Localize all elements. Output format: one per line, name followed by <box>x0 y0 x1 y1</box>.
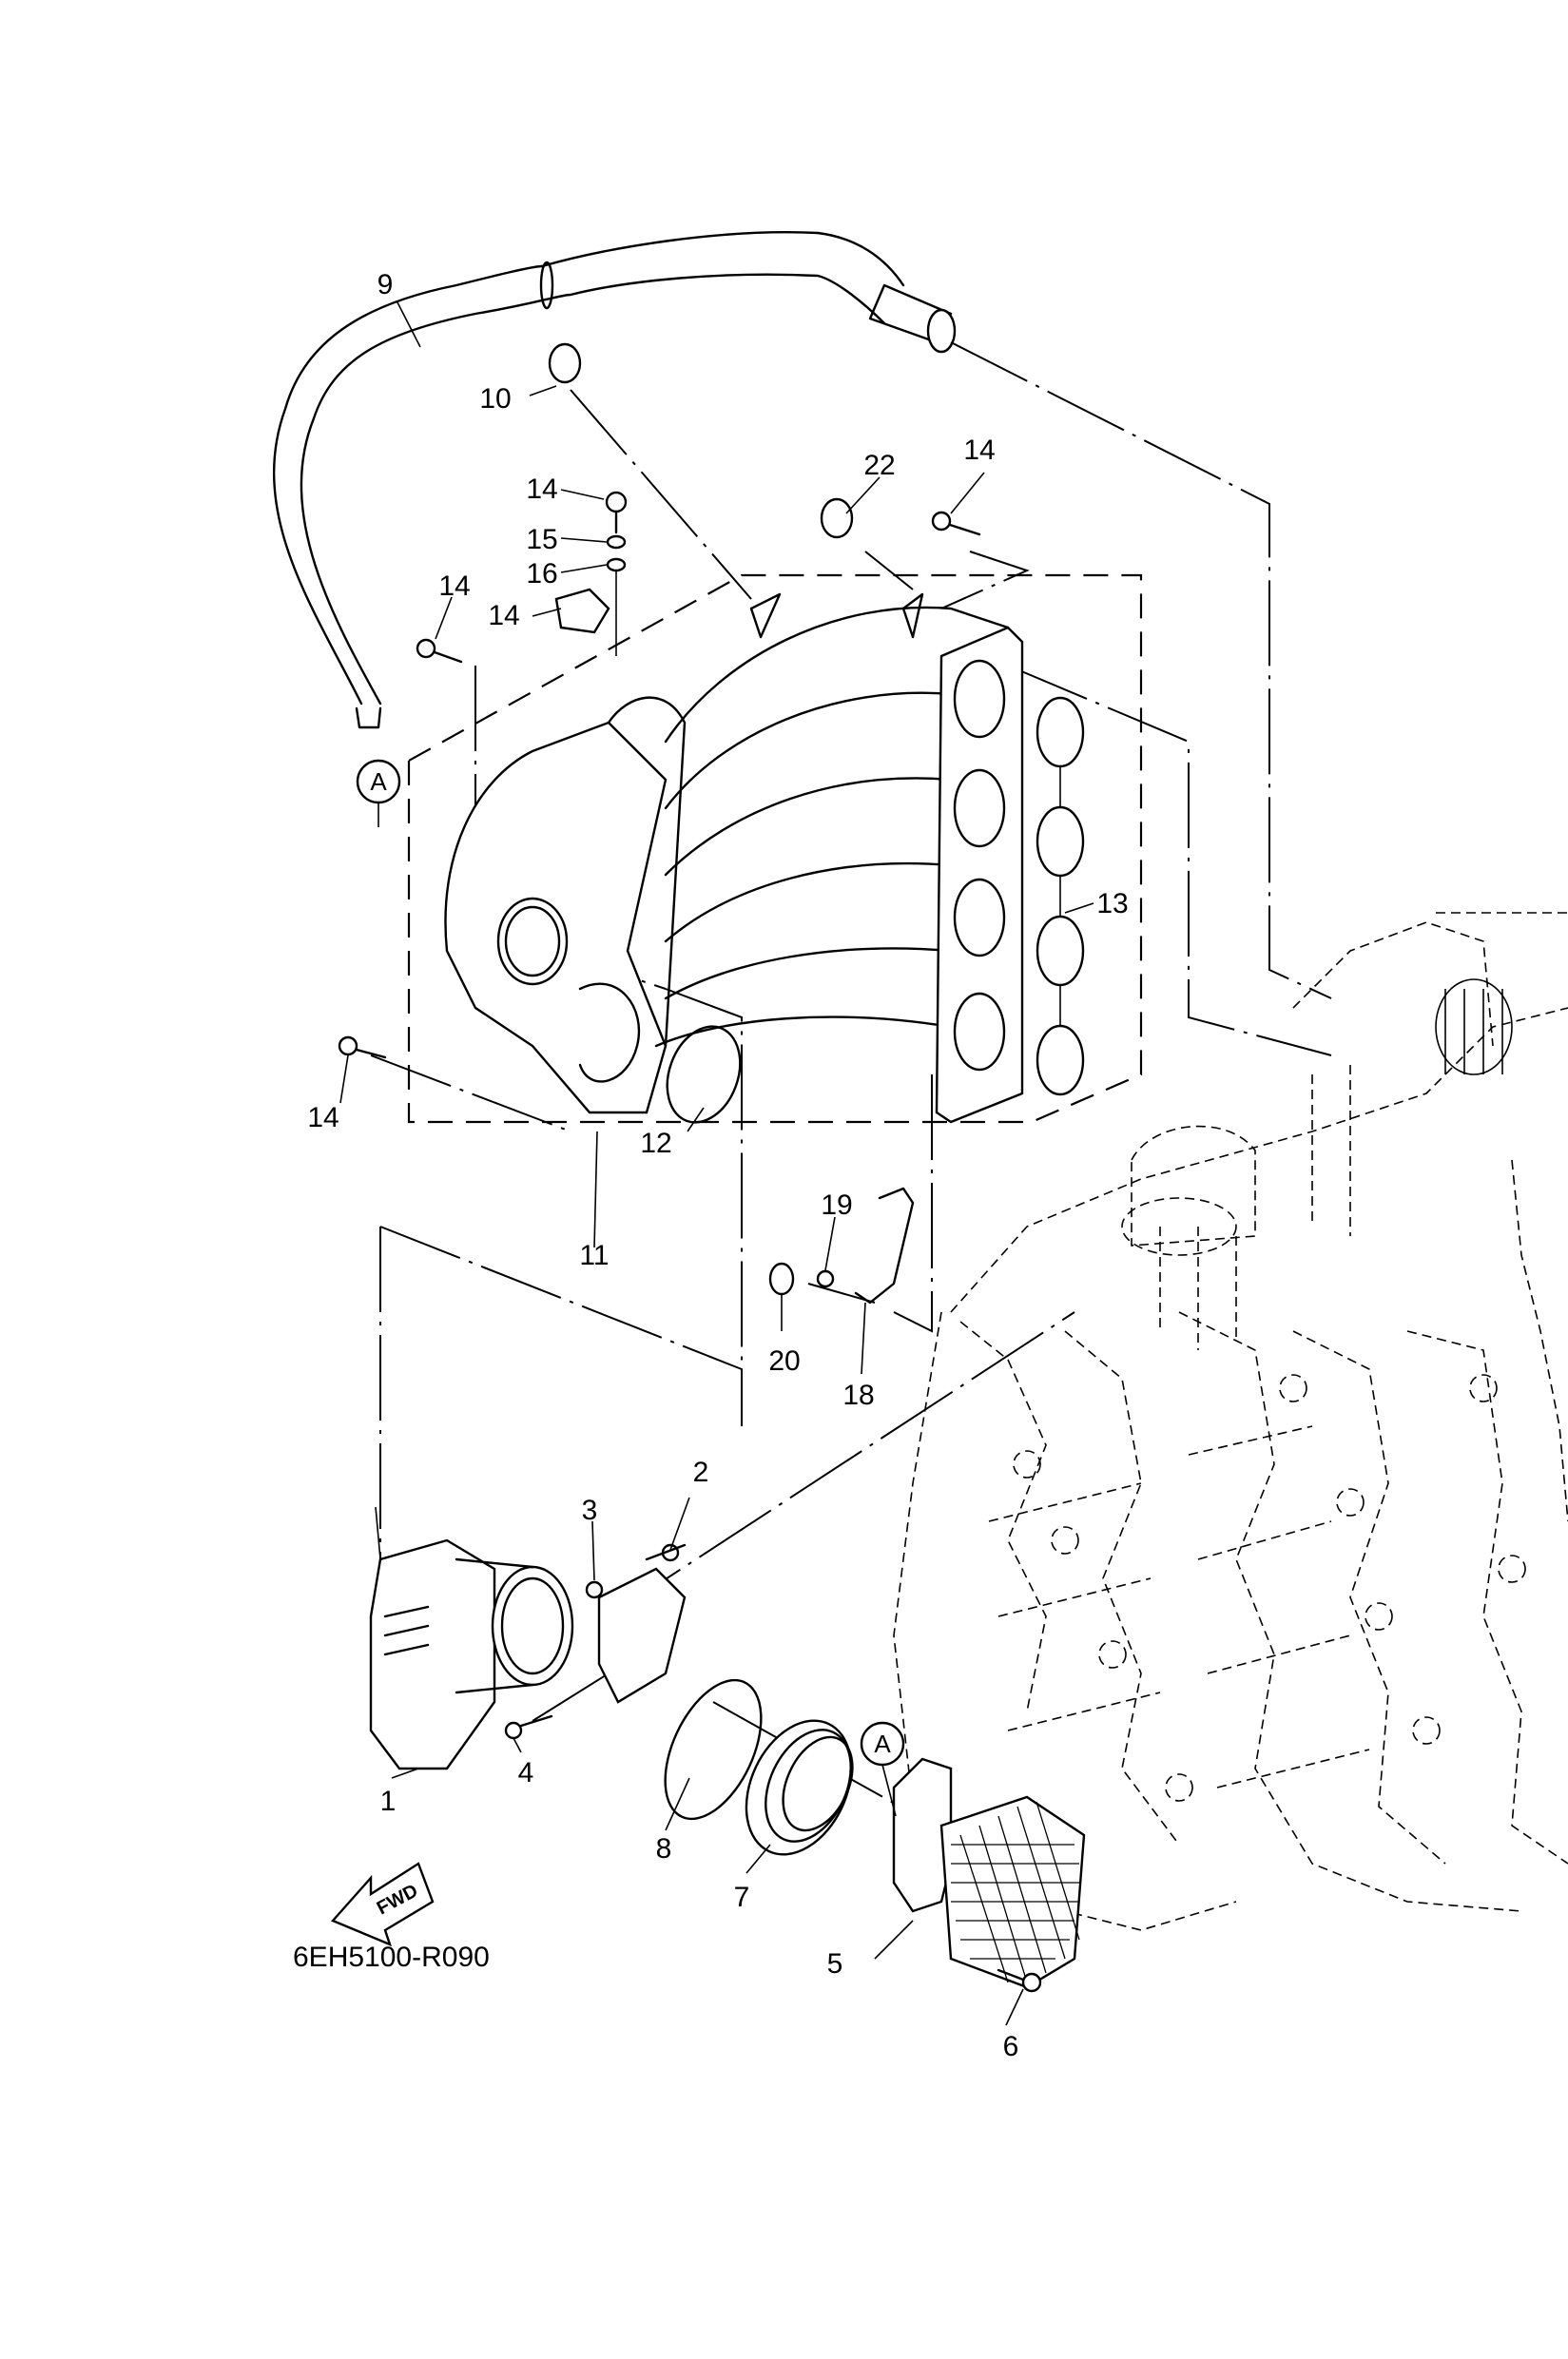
small-parts-top <box>338 342 981 1059</box>
callout-8: 8 <box>655 1833 672 1865</box>
manifold-assembly-box <box>407 573 1143 1124</box>
intake-manifold-11 <box>444 592 1024 1124</box>
callout-14-top: 14 <box>963 435 996 466</box>
diagram-reference-code: 6EH5100-R090 <box>293 1942 490 1973</box>
callout-14-left-lower: 14 <box>307 1102 339 1133</box>
bolt-14-top <box>931 511 981 536</box>
clamp-8 <box>664 1678 763 1821</box>
silencer-5 <box>892 1757 1086 1993</box>
joint-7 <box>745 1719 854 1856</box>
throttle-body-1 <box>369 1538 687 1770</box>
engine-block-phantom <box>893 912 1568 1931</box>
callout-18: 16 <box>526 558 558 590</box>
o-ring-12 <box>666 1025 742 1124</box>
leader-lines <box>339 301 1094 2026</box>
callout-13: 13 <box>1096 888 1129 919</box>
callout-2: 2 <box>692 1457 709 1488</box>
callout-3: 3 <box>581 1495 598 1526</box>
hose-9 <box>272 231 957 729</box>
callout-22: 22 <box>863 450 896 481</box>
gasket-13 <box>1036 696 1085 1096</box>
reference-marker-a-upper-label: A <box>370 767 387 796</box>
callout-20: 19 <box>821 1189 853 1221</box>
callout-19: 18 <box>842 1380 875 1411</box>
callout-16: 14 <box>526 474 558 505</box>
bolt-14-left-upper <box>416 638 463 664</box>
bolt-14-left-lower <box>338 1035 387 1059</box>
fwd-arrow-icon <box>330 1862 435 1947</box>
callout-17: 15 <box>526 524 558 555</box>
reference-marker-a-lower-label: A <box>874 1730 891 1758</box>
callout-7: 7 <box>733 1882 750 1913</box>
callout-1: 1 <box>379 1786 397 1817</box>
callout-12: 12 <box>640 1128 672 1159</box>
small-parts-middle <box>768 1187 915 1305</box>
callout-10: 10 <box>479 383 512 415</box>
callout-6: 6 <box>1002 2031 1019 2062</box>
callout-14-left-upper: 14 <box>438 570 471 602</box>
assembly-lines <box>370 341 1332 1941</box>
callout-15: 14 <box>488 600 520 631</box>
callout-21: 20 <box>768 1345 801 1377</box>
callout-9: 9 <box>377 269 394 300</box>
callout-5: 5 <box>826 1948 843 1980</box>
callout-4: 4 <box>517 1757 534 1789</box>
callout-11: 11 <box>579 1240 610 1271</box>
